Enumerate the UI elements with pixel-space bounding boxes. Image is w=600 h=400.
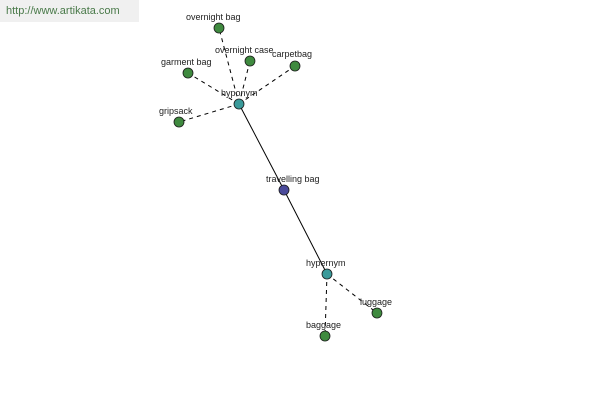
node-carpetbag[interactable]: [289, 60, 301, 72]
site-watermark[interactable]: http://www.artikata.com: [0, 0, 139, 22]
label-luggage[interactable]: luggage: [360, 297, 392, 307]
label-hypernym-bottom[interactable]: hypernym: [306, 258, 346, 268]
edge-center-hyponym-top: [238, 103, 285, 191]
node-luggage[interactable]: [371, 307, 383, 319]
label-garment-bag[interactable]: garment bag: [161, 57, 212, 67]
node-hyponym-top[interactable]: [233, 98, 245, 110]
edge-hyponym-top-gripsack: [178, 103, 240, 123]
node-travelling-bag[interactable]: [278, 184, 290, 196]
node-gripsack[interactable]: [173, 116, 185, 128]
node-baggage[interactable]: [319, 330, 331, 342]
label-hyponym-top[interactable]: hyponym: [221, 88, 258, 98]
edge-hyponym-top-overnight-bag: [218, 27, 240, 105]
edge-center-hypernym-bottom: [283, 189, 328, 275]
edge-hyponym-top-garment-bag: [187, 72, 240, 105]
node-garment-bag[interactable]: [182, 67, 194, 79]
node-overnight-case[interactable]: [244, 55, 256, 67]
node-overnight-bag[interactable]: [213, 22, 225, 34]
edge-hypernym-bottom-luggage: [326, 273, 378, 314]
label-baggage[interactable]: baggage: [306, 320, 341, 330]
label-gripsack[interactable]: gripsack: [159, 106, 193, 116]
edge-hyponym-top-carpetbag: [238, 65, 296, 105]
label-overnight-case[interactable]: overnight case: [215, 45, 274, 55]
label-travelling-bag[interactable]: travelling bag: [266, 174, 320, 184]
label-carpetbag[interactable]: carpetbag: [272, 49, 312, 59]
label-overnight-bag[interactable]: overnight bag: [186, 12, 241, 22]
node-hypernym-bottom[interactable]: [321, 268, 333, 280]
edge-hypernym-bottom-baggage: [324, 273, 328, 337]
